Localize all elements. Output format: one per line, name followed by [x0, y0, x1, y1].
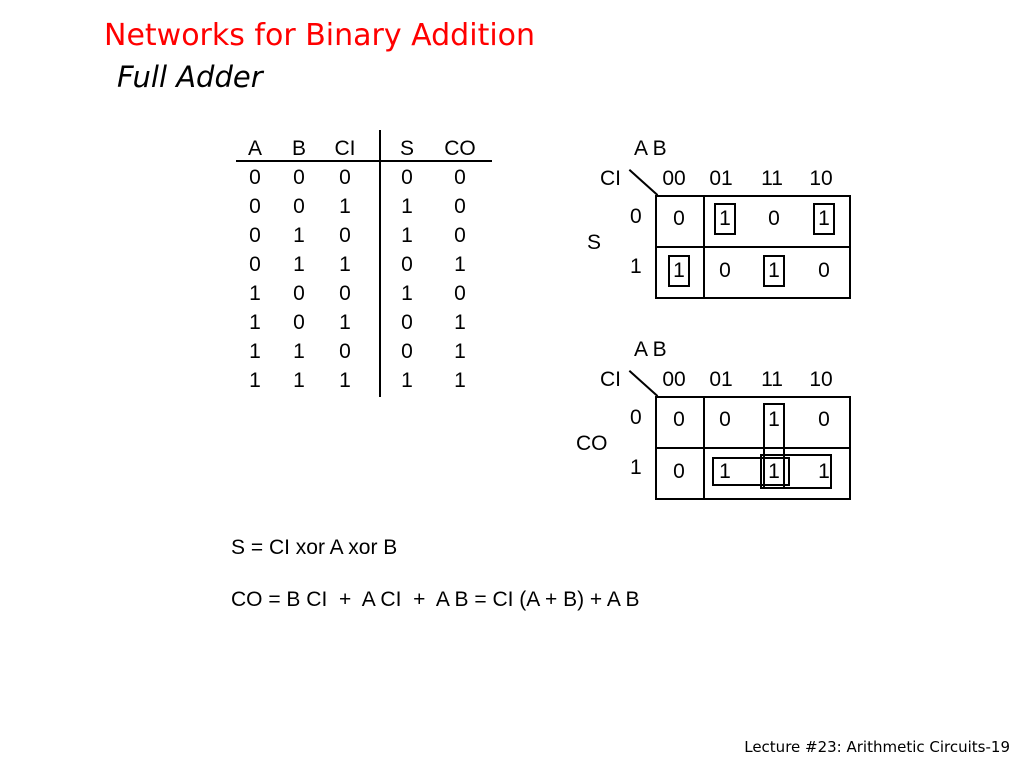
tt-cell: 1 — [249, 282, 261, 305]
tt-cell: 1 — [249, 340, 261, 363]
tt-cell: 0 — [401, 311, 413, 334]
tt-cell: 0 — [454, 224, 466, 247]
kmap-group-row1-11-10 — [760, 454, 832, 489]
tt-cell: 0 — [339, 224, 351, 247]
kmap-col-label: 11 — [761, 368, 783, 391]
kmap-col-label: 00 — [662, 368, 686, 391]
kmap-row-label: 1 — [630, 456, 642, 479]
equation-s: S = CI xor A xor B — [231, 536, 398, 559]
tt-cell: 0 — [401, 340, 413, 363]
kmap-cell: 1 — [719, 460, 731, 483]
kmap-cell: 1 — [768, 460, 780, 483]
tt-cell: 0 — [454, 195, 466, 218]
kmap-cell: 1 — [673, 259, 685, 282]
kmap-grid-rule — [703, 396, 705, 500]
tt-cell: 1 — [293, 253, 305, 276]
tt-cell: 0 — [339, 166, 351, 189]
tt-cell: 0 — [249, 224, 261, 247]
kmap-col-label: 01 — [709, 167, 733, 190]
kmap-row-label: 0 — [630, 406, 642, 429]
kmap-one-box — [763, 255, 785, 287]
tt-header-b: B — [291, 137, 306, 160]
tt-cell: 1 — [401, 369, 413, 392]
tt-cell: 1 — [339, 369, 351, 392]
tt-cell: 0 — [454, 282, 466, 305]
kmap-col-label: 11 — [761, 167, 783, 190]
tt-cell: 1 — [401, 282, 413, 305]
equation-co: CO = B CI + A CI + A B = CI (A + B) + A … — [231, 588, 640, 611]
tt-cell: 1 — [454, 311, 466, 334]
tt-cell: 1 — [339, 253, 351, 276]
tt-cell: 0 — [293, 166, 305, 189]
kmap-cell: 1 — [768, 259, 780, 282]
kmap-grid-rule — [655, 447, 851, 449]
tt-cell: 1 — [454, 340, 466, 363]
kmap-one-box — [714, 203, 736, 235]
slide-title: Networks for Binary Addition — [104, 18, 536, 53]
tt-header-ci: CI — [334, 137, 356, 160]
tt-cell: 1 — [401, 195, 413, 218]
kmap-ci-label: CI — [600, 167, 621, 190]
kmap-cell: 0 — [673, 408, 685, 431]
kmap-output-label: CO — [576, 432, 608, 455]
tt-cell: 0 — [249, 195, 261, 218]
kmap-cell: 1 — [719, 207, 731, 230]
tt-cell: 1 — [249, 369, 261, 392]
tt-header-co: CO — [444, 137, 476, 160]
kmap-group-row1-01-11 — [712, 457, 790, 486]
tt-cell: 0 — [454, 166, 466, 189]
tt-header-a: A — [247, 137, 262, 160]
tt-cell: 0 — [293, 311, 305, 334]
kmap-ab-label: A B — [634, 338, 667, 361]
kmap-col-label: 10 — [809, 368, 833, 391]
tt-cell: 0 — [249, 253, 261, 276]
kmap-cell: 0 — [719, 408, 731, 431]
kmap-cell: 0 — [818, 259, 830, 282]
kmap-cell: 0 — [768, 207, 780, 230]
kmap-cell: 0 — [673, 460, 685, 483]
tt-header-s: S — [399, 137, 414, 160]
tt-cell: 0 — [339, 340, 351, 363]
kmap-col-label: 10 — [809, 167, 833, 190]
kmap-cell: 0 — [818, 408, 830, 431]
tt-cell: 0 — [339, 282, 351, 305]
kmap-grid-rule — [703, 195, 705, 299]
kmap-cell: 0 — [719, 259, 731, 282]
kmap-ab-label: A B — [634, 137, 667, 160]
kmap-output-label: S — [587, 231, 602, 254]
tt-cell: 0 — [401, 166, 413, 189]
kmap-cell: 1 — [818, 207, 830, 230]
tt-separator — [379, 130, 381, 397]
kmap-cell: 1 — [818, 460, 830, 483]
kmap-col-label: 00 — [662, 167, 686, 190]
kmap-col-label: 01 — [709, 368, 733, 391]
kmap-cell: 1 — [768, 408, 780, 431]
tt-cell: 1 — [454, 369, 466, 392]
kmap-ci-label: CI — [600, 368, 621, 391]
tt-cell: 1 — [293, 369, 305, 392]
tt-cell: 0 — [293, 195, 305, 218]
tt-cell: 1 — [401, 224, 413, 247]
tt-cell: 0 — [401, 253, 413, 276]
tt-cell: 1 — [293, 340, 305, 363]
tt-cell: 1 — [293, 224, 305, 247]
kmap-row-label: 1 — [630, 255, 642, 278]
tt-cell: 1 — [339, 311, 351, 334]
kmap-one-box — [813, 203, 835, 235]
tt-cell: 0 — [249, 166, 261, 189]
slide-subtitle: Full Adder — [117, 60, 263, 94]
kmap-row-label: 0 — [630, 205, 642, 228]
footer: Lecture #23: Arithmetic Circuits-19 — [744, 738, 1010, 756]
kmap-cell: 0 — [673, 207, 685, 230]
tt-cell: 1 — [249, 311, 261, 334]
tt-cell: 0 — [293, 282, 305, 305]
tt-cell: 1 — [339, 195, 351, 218]
kmap-one-box — [668, 255, 690, 287]
tt-cell: 1 — [454, 253, 466, 276]
tt-header-rule — [236, 160, 492, 162]
kmap-grid-rule — [655, 246, 851, 248]
